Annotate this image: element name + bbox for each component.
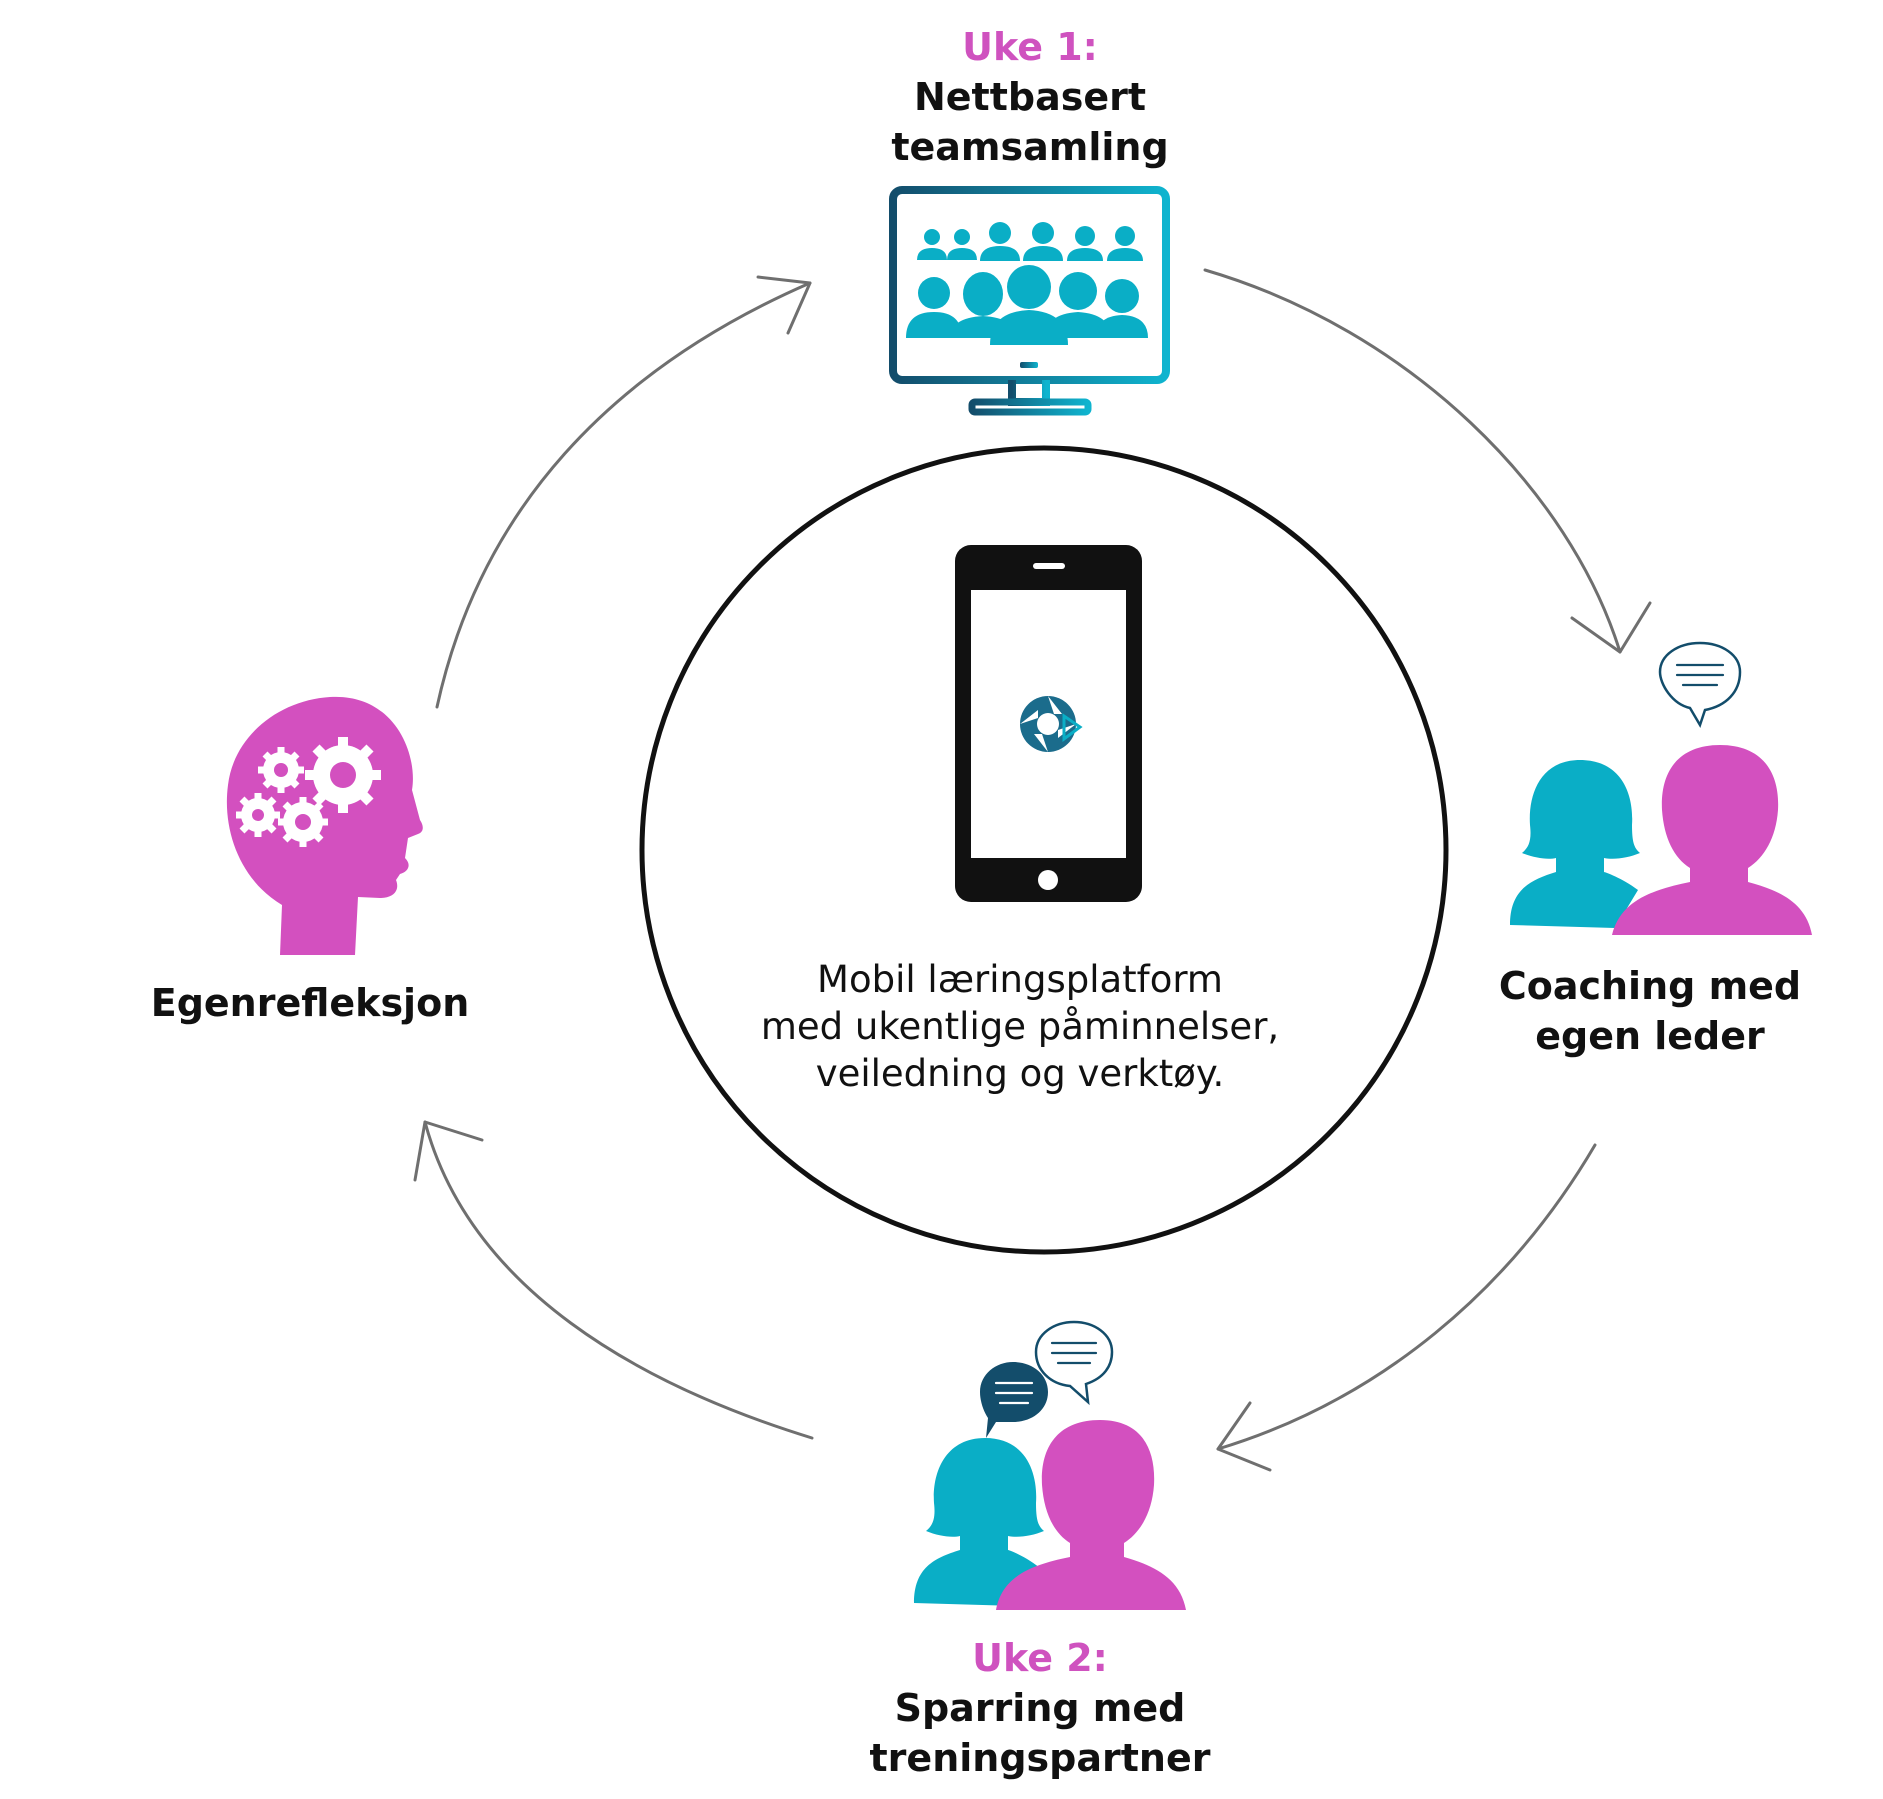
center-text-line1: Mobil læringsplatform	[817, 958, 1223, 1001]
right-node-title-line2: egen leder	[1535, 1014, 1765, 1058]
speech-bubble-outline-icon	[1034, 1320, 1114, 1406]
arrow-left-to-top	[435, 275, 812, 709]
woman-silhouette-icon	[1510, 760, 1640, 928]
top-node-label: Uke 1: Nettbasert teamsamling	[840, 22, 1220, 172]
speech-bubble-outline-icon	[1658, 641, 1742, 729]
left-node-label: Egenrefleksjon	[120, 978, 500, 1028]
bottom-node-title-line1: Sparring med	[894, 1686, 1186, 1730]
bottom-node-week: Uke 2:	[972, 1636, 1108, 1680]
top-node-title-line2: teamsamling	[891, 125, 1169, 169]
center-circle	[639, 445, 1449, 1255]
top-node-week: Uke 1:	[962, 25, 1098, 69]
top-node-title-line1: Nettbasert	[913, 75, 1147, 119]
bottom-node-title-line2: treningspartner	[869, 1736, 1211, 1780]
two-people-chat-icon	[1510, 641, 1812, 935]
man-silhouette-icon	[996, 1420, 1186, 1610]
woman-silhouette-icon	[914, 1438, 1044, 1606]
smartphone-app-icon	[955, 545, 1142, 902]
arrow-right-to-bottom	[1216, 1143, 1597, 1472]
head-gears-icon	[226, 696, 423, 955]
center-text-line3: veiledning og verktøy.	[815, 1052, 1225, 1095]
arrow-bottom-to-left	[413, 1120, 814, 1440]
right-node-title-line1: Coaching med	[1498, 964, 1802, 1008]
arrow-top-to-right	[1203, 268, 1652, 654]
two-people-conversation-icon	[914, 1320, 1186, 1610]
right-node-label: Coaching med egen leder	[1460, 961, 1840, 1061]
left-node-title: Egenrefleksjon	[150, 981, 470, 1025]
aperture-logo-icon	[1020, 696, 1083, 752]
bottom-node-label: Uke 2: Sparring med treningspartner	[830, 1633, 1250, 1783]
man-silhouette-icon	[1612, 745, 1812, 935]
speech-bubble-filled-icon	[980, 1362, 1048, 1438]
center-text-line2: med ukentlige påminnelser,	[760, 1005, 1280, 1048]
monitor-video-meeting-icon	[889, 186, 1170, 416]
meeting-participants	[906, 222, 1148, 345]
center-description: Mobil læringsplatform med ukentlige påmi…	[700, 956, 1340, 1097]
